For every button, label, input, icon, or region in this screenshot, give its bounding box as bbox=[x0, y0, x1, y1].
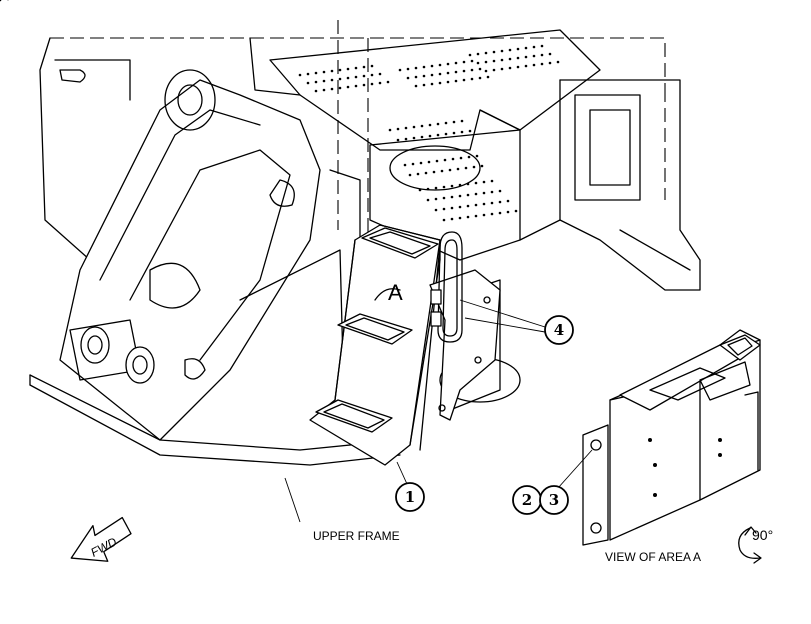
callout-2: 2 bbox=[512, 485, 542, 515]
callout-2-label: 2 bbox=[522, 491, 532, 509]
upper-frame-label: UPPER FRAME bbox=[313, 529, 400, 543]
upper-frame-drawing bbox=[0, 0, 701, 466]
area-a-marker: A bbox=[388, 280, 403, 305]
callout-1-label: 1 bbox=[405, 488, 415, 506]
view-of-area-a-detail bbox=[582, 329, 761, 546]
rotation-indicator: 90° bbox=[738, 526, 773, 564]
leader-lines bbox=[284, 299, 593, 523]
callout-4-label: 4 bbox=[554, 321, 564, 339]
forward-arrow: FWD bbox=[70, 516, 132, 562]
callout-3-label: 3 bbox=[549, 491, 559, 509]
callout-1: 1 bbox=[395, 482, 425, 512]
rotation-label: 90° bbox=[752, 527, 773, 543]
step-assembly: A bbox=[309, 224, 501, 466]
deck-perforations bbox=[0, 0, 560, 222]
callout-4: 4 bbox=[544, 315, 574, 345]
view-of-area-label: VIEW OF AREA A bbox=[605, 550, 701, 564]
callout-3: 3 bbox=[539, 485, 569, 515]
